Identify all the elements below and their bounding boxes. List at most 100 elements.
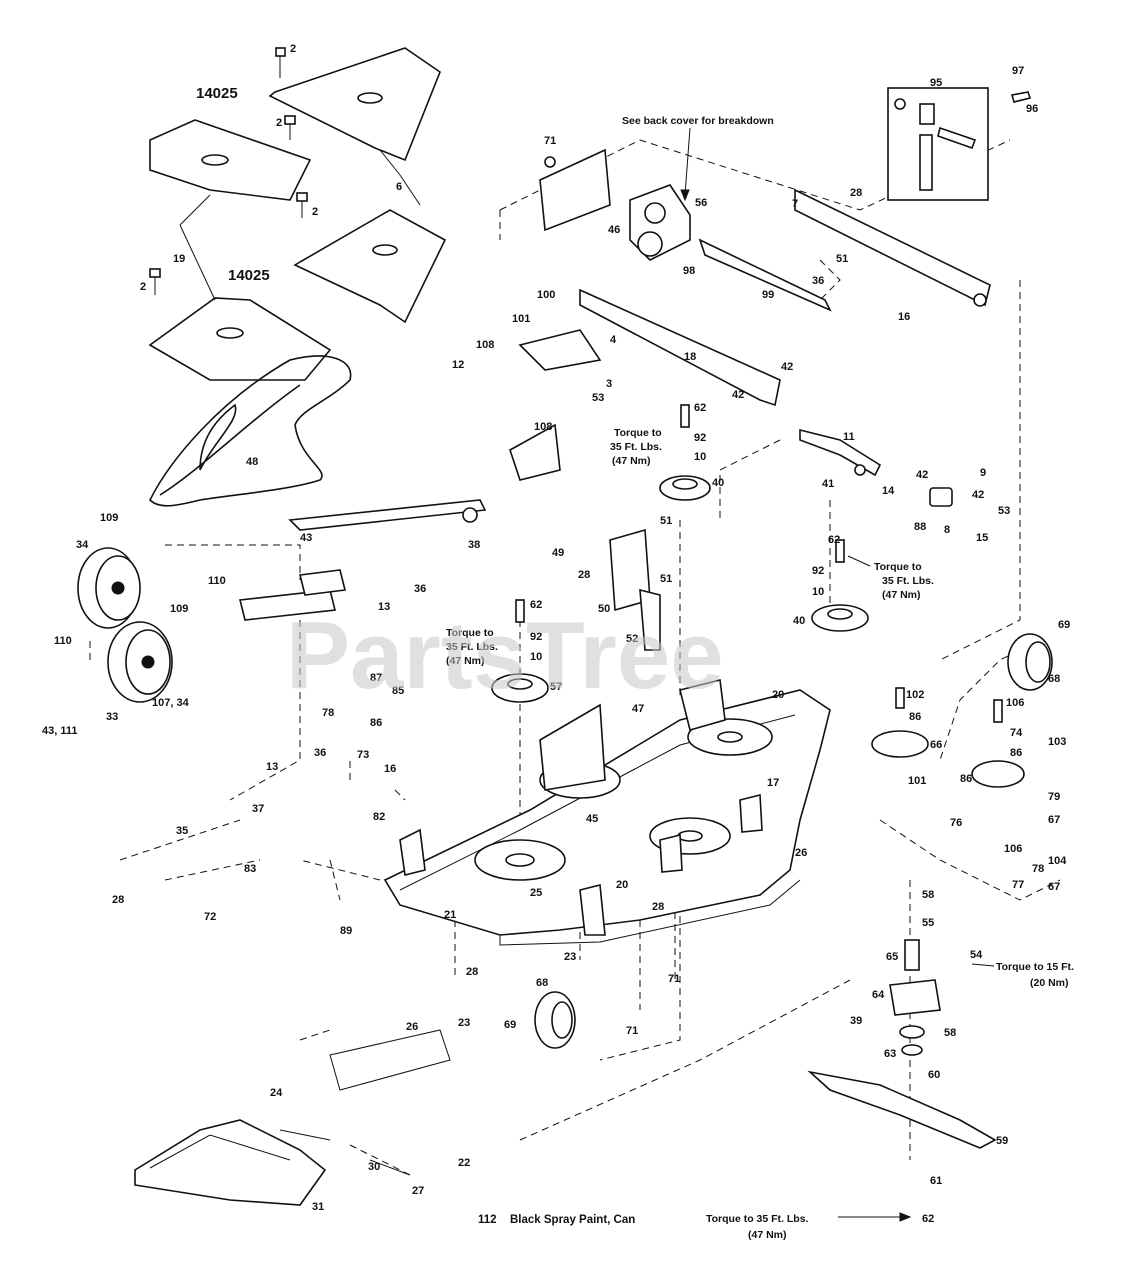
label-60: 60	[928, 1069, 940, 1081]
label-78: 78	[1032, 863, 1044, 875]
label-21: 21	[444, 909, 456, 921]
label-86: 86	[909, 711, 921, 723]
label-108: 108	[534, 421, 552, 433]
drive-belt	[149, 355, 352, 507]
label-83: 83	[244, 863, 256, 875]
torque-note-1-line: 35 Ft. Lbs.	[610, 441, 662, 453]
torque-note-1: Torque to 35 Ft. Lbs. (47 Nm)	[610, 427, 665, 467]
label-58: 58	[944, 1027, 956, 1039]
label-106: 106	[1004, 843, 1022, 855]
label-82: 82	[373, 811, 385, 823]
label-42: 42	[916, 469, 928, 481]
label-24: 24	[270, 1087, 283, 1099]
label-95: 95	[930, 77, 942, 89]
torque-note-2-line: (47 Nm)	[882, 589, 921, 601]
label-89: 89	[340, 925, 352, 937]
mower-deck	[383, 679, 831, 946]
label-17: 17	[767, 777, 779, 789]
label-35: 35	[176, 825, 188, 837]
discharge-chute	[134, 1029, 451, 1206]
label-51: 51	[660, 573, 672, 585]
label-42: 42	[781, 361, 793, 373]
torque-notes: See back cover for breakdown Torque to 3…	[446, 115, 1074, 1241]
part-labels: 2 2 2 2 14025 14025 6 19 48 71 46 56 98 …	[42, 43, 1070, 1225]
label-19: 19	[173, 253, 185, 265]
label-87: 87	[370, 672, 382, 684]
label-12: 12	[452, 359, 464, 371]
label-101: 101	[512, 313, 530, 325]
lift-assembly	[239, 148, 991, 651]
label-10: 10	[812, 586, 824, 598]
deck-shields	[148, 47, 447, 381]
label-20: 20	[772, 689, 784, 701]
label-99: 99	[762, 289, 774, 301]
label-110: 110	[208, 575, 226, 587]
label-46: 46	[608, 224, 620, 236]
label-42: 42	[732, 389, 744, 401]
label-34: 34	[76, 539, 89, 551]
pulleys	[491, 404, 1025, 788]
label-100: 100	[537, 289, 555, 301]
label-62: 62	[694, 402, 706, 414]
wheels	[77, 547, 1053, 1049]
label-47: 47	[632, 703, 644, 715]
back-cover-note: See back cover for breakdown	[622, 115, 774, 127]
label-37: 37	[252, 803, 264, 815]
label-69: 69	[504, 1019, 516, 1031]
label-9: 9	[980, 467, 986, 479]
label-30: 30	[368, 1161, 380, 1173]
label-14026: 14025	[228, 267, 270, 284]
label-58: 58	[922, 889, 934, 901]
label-67: 67	[1048, 881, 1060, 893]
label-110: 110	[54, 635, 72, 647]
label-2: 2	[290, 43, 296, 55]
label-71: 71	[668, 973, 680, 985]
torque-note-bottom-line: (47 Nm)	[748, 1229, 787, 1241]
label-28: 28	[850, 187, 862, 199]
label-96: 96	[1026, 103, 1038, 115]
label-28: 28	[578, 569, 590, 581]
label-71: 71	[626, 1025, 638, 1037]
label-79: 79	[1048, 791, 1060, 803]
label-43-111: 43, 111	[42, 725, 78, 737]
label-25: 25	[530, 887, 542, 899]
label-23: 23	[564, 951, 576, 963]
label-77: 77	[1012, 879, 1024, 891]
label-86: 86	[1010, 747, 1022, 759]
label-54: 54	[970, 949, 983, 961]
label-8: 8	[944, 524, 950, 536]
label-36: 36	[314, 747, 326, 759]
label-104: 104	[1048, 855, 1067, 867]
label-38: 38	[468, 539, 480, 551]
label-11: 11	[843, 431, 855, 443]
torque-note-2: Torque to 35 Ft. Lbs. (47 Nm)	[874, 561, 937, 601]
label-23: 23	[458, 1017, 470, 1029]
label-101: 101	[908, 775, 926, 787]
torque-note-1-line: Torque to	[614, 427, 662, 439]
label-52: 52	[626, 633, 638, 645]
label-62: 62	[530, 599, 542, 611]
torque-note-3-line: Torque to	[446, 627, 494, 639]
label-62: 62	[828, 534, 840, 546]
label-28: 28	[112, 894, 124, 906]
label-13: 13	[378, 601, 390, 613]
label-15: 15	[976, 532, 988, 544]
label-14025: 14025	[196, 85, 238, 102]
label-27: 27	[412, 1185, 424, 1197]
label-65: 65	[886, 951, 898, 963]
label-53: 53	[998, 505, 1010, 517]
footer-item-number: 112	[478, 1214, 497, 1226]
torque-note-15-line: Torque to 15 Ft.	[996, 961, 1074, 973]
label-108: 108	[476, 339, 494, 351]
label-64: 64	[872, 989, 885, 1001]
label-107-34: 107, 34	[152, 697, 190, 709]
label-10: 10	[530, 651, 542, 663]
label-20: 20	[616, 879, 628, 891]
torque-note-bottom: Torque to 35 Ft. Lbs. (47 Nm)	[706, 1213, 811, 1241]
label-109: 109	[100, 512, 118, 524]
label-109: 109	[170, 603, 188, 615]
label-69: 69	[1058, 619, 1070, 631]
label-42: 42	[972, 489, 984, 501]
label-33: 33	[106, 711, 118, 723]
